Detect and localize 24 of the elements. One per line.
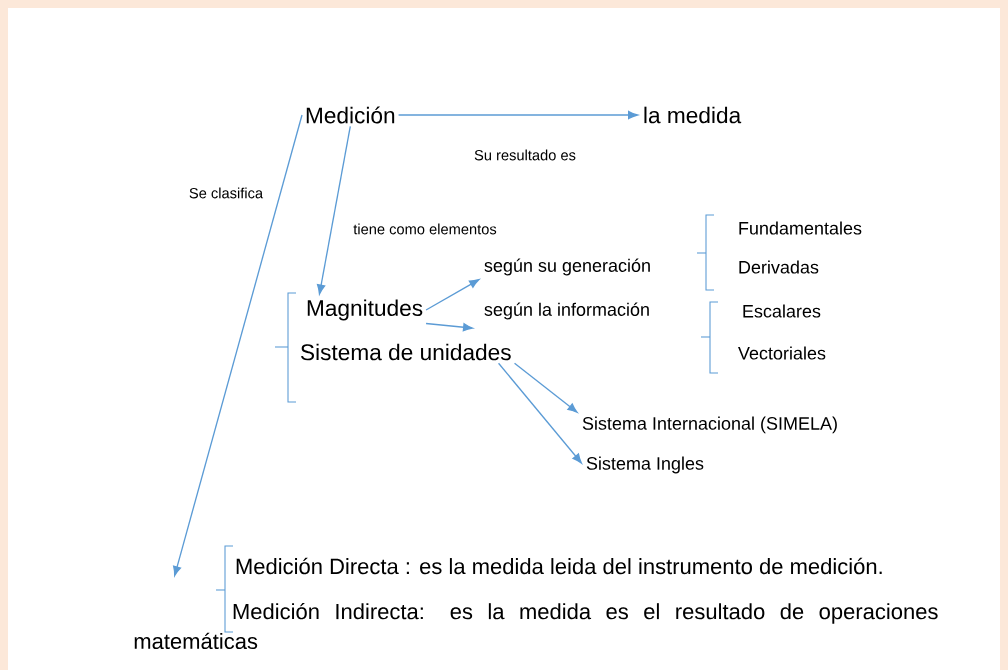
concept-text: Magnitudes	[307, 299, 423, 321]
concept-text: según la información	[484, 302, 649, 320]
concept-text: Escalares	[743, 304, 821, 318]
arrow	[513, 362, 578, 413]
concept-text: Sistema de unidades	[300, 343, 511, 361]
concept-text: Derivadas	[739, 260, 819, 274]
definition-text: Medición Directa : es la medida leida del instrumento de medición.	[236, 557, 882, 575]
arrow	[173, 114, 303, 577]
arrow	[425, 279, 480, 311]
paragraph: Medición Indirecta: es la medida es el resultado de operaciones matemáticas	[134, 602, 938, 650]
arrow	[497, 362, 582, 464]
edge-label: Se clasifica	[189, 187, 264, 199]
concept-text: según su generación	[484, 258, 650, 276]
concept-text: Medición	[306, 106, 395, 124]
edge-label: tiene como elementos	[353, 223, 497, 235]
arrow	[316, 125, 351, 295]
arrow	[397, 110, 638, 120]
concept-text: la medida	[644, 106, 742, 124]
concept-text: Vectoriales	[738, 346, 826, 360]
concept-text: Sistema Ingles	[586, 456, 704, 474]
edge-label: Su resultado es	[474, 149, 576, 161]
concept-text: Sistema Internacional (SIMELA)	[582, 416, 837, 434]
arrow	[425, 322, 474, 332]
concept-text: Fundamentales	[739, 221, 862, 235]
